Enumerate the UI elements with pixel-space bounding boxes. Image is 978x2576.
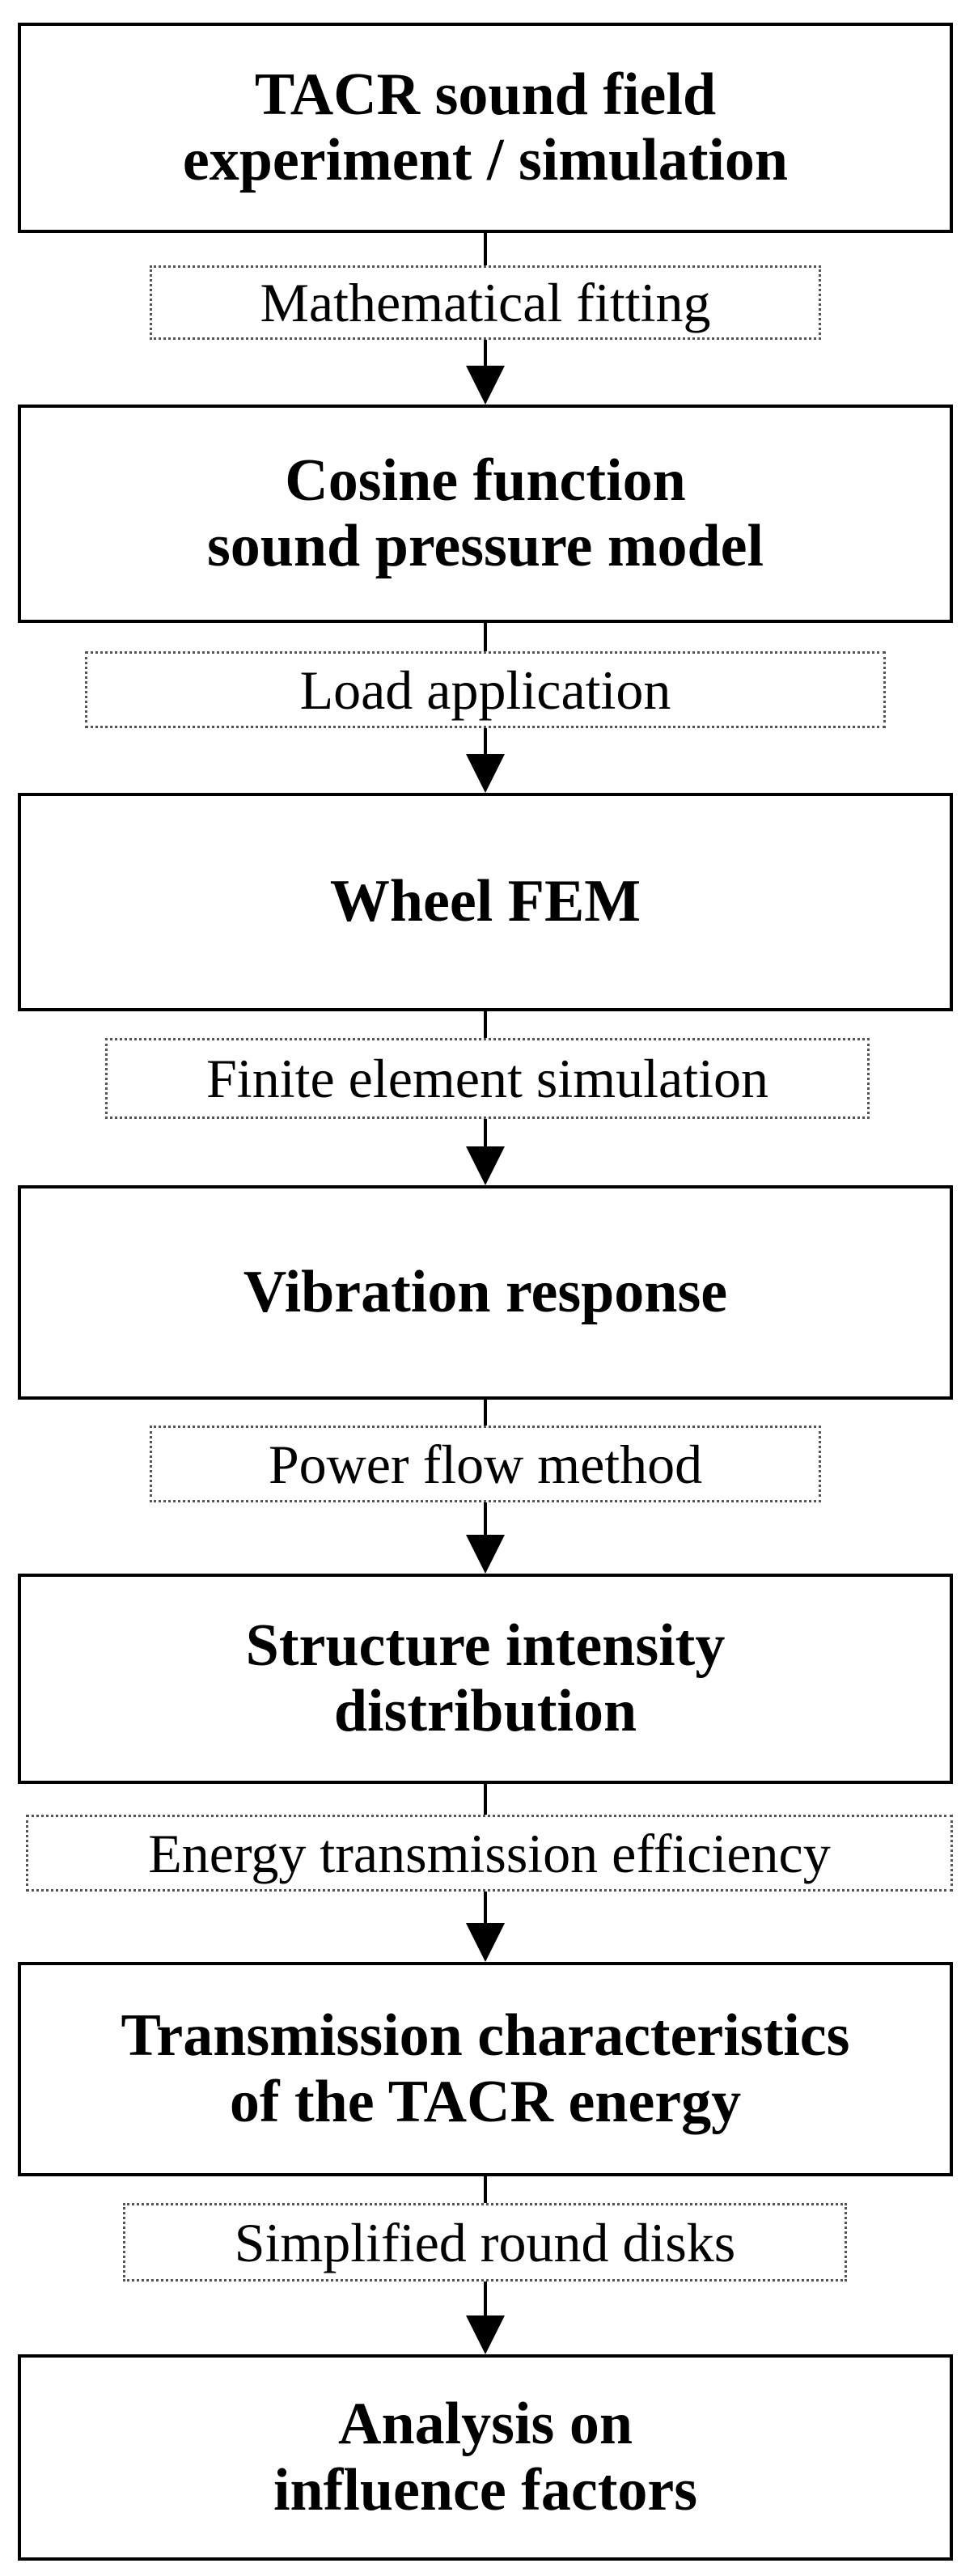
process-box-7-line1: Analysis on (338, 2391, 633, 2458)
step-label-5: Energy transmission efficiency (26, 1815, 953, 1892)
arrowhead-1 (466, 366, 505, 405)
process-box-5-line2: distribution (333, 1678, 637, 1744)
step-label-4: Power flow method (150, 1426, 821, 1502)
arrowhead-5 (466, 1923, 505, 1962)
arrowhead-6 (466, 2315, 505, 2354)
arrowhead-3 (466, 1146, 505, 1185)
step-label-6: Simplified round disks (123, 2203, 847, 2282)
process-box-5-line1: Structure intensity (245, 1612, 726, 1679)
process-box-5: Structure intensity distribution (18, 1574, 953, 1784)
process-box-2: Cosine function sound pressure model (18, 405, 953, 623)
step-label-1: Mathematical fitting (150, 265, 821, 340)
process-box-4: Vibration response (18, 1185, 953, 1400)
arrowhead-2 (466, 754, 505, 793)
process-box-7-line2: influence factors (273, 2456, 698, 2523)
step-label-3: Finite element simulation (105, 1038, 870, 1119)
process-box-6: Transmission characteristics of the TACR… (18, 1962, 953, 2176)
process-box-3-line1: Wheel FEM (329, 868, 641, 935)
process-box-6-line1: Transmission characteristics (121, 2002, 850, 2070)
process-box-1-line2: experiment / simulation (182, 127, 789, 193)
process-box-1-line1: TACR sound field (254, 61, 717, 128)
process-box-4-line1: Vibration response (243, 1258, 728, 1325)
step-label-2: Load application (85, 651, 886, 728)
arrowhead-4 (466, 1535, 505, 1574)
process-box-7: Analysis on influence factors (18, 2354, 953, 2561)
process-box-6-line2: of the TACR energy (229, 2068, 742, 2135)
process-box-3: Wheel FEM (18, 793, 953, 1011)
process-box-2-line1: Cosine function (285, 447, 686, 514)
process-box-1: TACR sound field experiment / simulation (18, 23, 953, 233)
process-box-2-line2: sound pressure model (206, 513, 764, 579)
